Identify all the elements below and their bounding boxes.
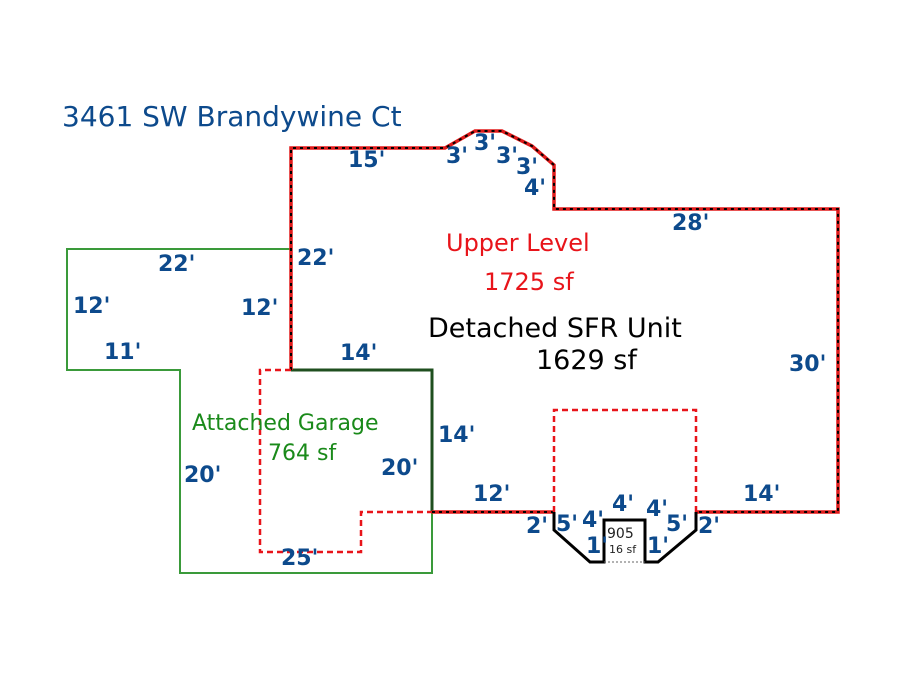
dim-curve-1: 3'	[446, 144, 469, 169]
garage-shared-wall	[291, 368, 434, 512]
dim-garage-bottom: 25'	[281, 546, 319, 571]
dim-inner-right: 14'	[438, 423, 476, 448]
garage-label: Attached Garage	[192, 411, 379, 436]
dim-curve-5: 4'	[524, 176, 547, 201]
dim-bottom-right: 14'	[743, 482, 781, 507]
upper-level-garage-outline	[258, 368, 432, 554]
dim-bay-right-2: 2'	[698, 514, 721, 539]
main-house-outline	[289, 129, 840, 514]
dim-garage-right: 20'	[381, 456, 419, 481]
dim-bay-left-1: 1'	[586, 534, 609, 559]
dim-bay-right-5: 5'	[666, 512, 689, 537]
garage-outline	[66, 248, 433, 574]
property-address: 3461 SW Brandywine Ct	[62, 100, 402, 133]
dim-garage-left: 20'	[184, 463, 222, 488]
dim-inner-top: 14'	[340, 341, 378, 366]
bay-area: 16 sf	[609, 543, 637, 556]
dim-curve-2: 3'	[474, 131, 497, 156]
dim-left-upper: 22'	[297, 246, 335, 271]
dim-bay-left-4: 4'	[582, 508, 605, 533]
dim-top-left: 15'	[348, 148, 386, 173]
dim-garage-inner: 12'	[241, 296, 279, 321]
dim-bottom-mid: 12'	[473, 482, 511, 507]
dim-bay-top-4: 4'	[612, 492, 635, 517]
dim-garage-left-upper: 12'	[73, 294, 111, 319]
detached-sfr-label: Detached SFR Unit	[428, 313, 682, 344]
bay-label: 905	[607, 526, 634, 542]
detached-sfr-area: 1629 sf	[536, 345, 637, 376]
dim-top-right: 28'	[672, 211, 710, 236]
garage-area: 764 sf	[268, 441, 337, 466]
dim-garage-top: 22'	[158, 252, 196, 277]
bay-window-outline	[552, 512, 698, 564]
dim-garage-step: 11'	[104, 340, 142, 365]
dim-bay-left-2: 2'	[526, 514, 549, 539]
upper-level-area: 1725 sf	[484, 268, 574, 296]
dim-curve-4: 3'	[516, 155, 539, 180]
dim-curve-3: 3'	[496, 144, 519, 169]
dim-right: 30'	[789, 352, 827, 377]
dim-bay-right-1: 1'	[647, 534, 670, 559]
dim-bay-right-4: 4'	[646, 497, 669, 522]
dim-bay-left-5: 5'	[556, 512, 579, 537]
upper-level-bay-outline	[552, 408, 698, 512]
upper-level-label: Upper Level	[446, 229, 590, 257]
